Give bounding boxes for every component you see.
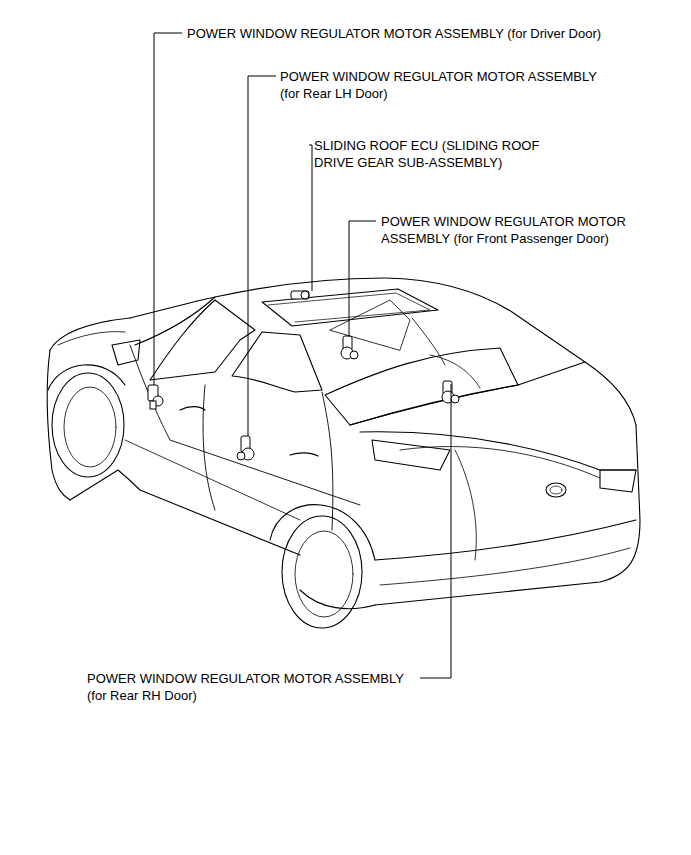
part-label: POWER WINDOW REGULATOR MOTOR ASSEMBLY (f…: [280, 68, 610, 102]
window-motor: [341, 336, 358, 359]
sliding-roof-ecu: [291, 291, 309, 299]
part-label: POWER WINDOW REGULATOR MOTOR ASSEMBLY (f…: [187, 25, 667, 42]
part-label: POWER WINDOW REGULATOR MOTOR ASSEMBLY (f…: [381, 213, 661, 247]
window-motor: [237, 436, 254, 460]
window-motor: [148, 385, 163, 409]
part-label: SLIDING ROOF ECU (SLIDING ROOF DRIVE GEA…: [314, 137, 554, 171]
leader-lines: [154, 33, 451, 678]
part-label: POWER WINDOW REGULATOR MOTOR ASSEMBLY (f…: [87, 670, 417, 704]
